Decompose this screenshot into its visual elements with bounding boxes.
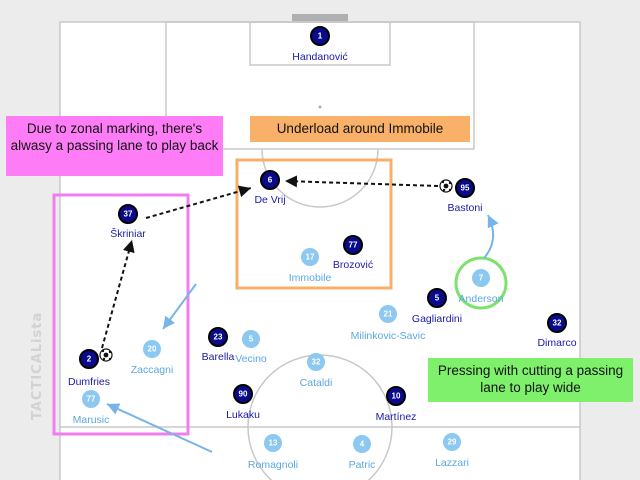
player-name-zaccagni: Zaccagni — [130, 364, 174, 376]
player-number-patric: 4 — [359, 439, 365, 449]
player-number-milinkovic-savic: 21 — [383, 309, 393, 319]
player-dot-romagnoli — [264, 434, 282, 452]
player-name-dimarco: Dimarco — [537, 337, 577, 349]
player-name-gagliardini: Gagliardini — [411, 313, 463, 325]
player-name-bastoni: Bastoni — [447, 202, 483, 214]
player-dot-milinkovic-savic — [379, 305, 397, 323]
callout-underload-text: Underload around Immobile — [276, 121, 444, 136]
player-name-romagnoli: Romagnoli — [247, 459, 299, 471]
player-name-lazzari: Lazzari — [435, 457, 469, 469]
player-dot-de-vrij — [260, 170, 280, 190]
player-dot-lukaku — [233, 384, 253, 404]
player-dot-patric — [353, 435, 371, 453]
player-name-de-vrij: De Vrij — [254, 194, 286, 206]
callout-zonal-marking-text: Due to zonal marking, there's alwasy a p… — [10, 121, 219, 153]
callout-underload: Underload around Immobile — [250, 116, 470, 142]
goal — [292, 14, 348, 22]
run-arrow-anderson — [483, 214, 499, 259]
player-number-martinez: 10 — [391, 391, 401, 401]
player-number-anderson: 7 — [478, 273, 484, 283]
player-dot-brozovic — [343, 235, 363, 255]
player-dot-martinez — [386, 386, 406, 406]
player-dot-dumfries — [79, 349, 99, 369]
player-name-cataldi: Cataldi — [299, 377, 333, 389]
run-arrow-marusic — [106, 403, 213, 453]
player-number-vecino: 5 — [248, 334, 254, 344]
player-dot-immobile — [301, 248, 319, 266]
callout-pressing-text: Pressing with cutting a passing lane to … — [437, 363, 624, 395]
player-name-handanovic: Handanović — [292, 51, 348, 63]
player-dot-anderson — [472, 269, 490, 287]
player-number-lazzari: 29 — [447, 437, 457, 447]
pass-arrow-dumfries-skriniar — [101, 239, 135, 349]
player-name-immobile: Immobile — [288, 272, 332, 284]
player-dot-dimarco — [547, 313, 567, 333]
six-yard-box — [249, 21, 391, 66]
player-number-skriniar: 37 — [123, 209, 133, 219]
pass-arrow-bastoni-devrij — [284, 175, 439, 188]
pass-arrow-skriniar-devrij — [145, 185, 252, 219]
pitch-surface — [59, 21, 581, 480]
player-number-bastoni: 95 — [460, 183, 470, 193]
player-number-barella: 23 — [213, 332, 223, 342]
player-number-gagliardini: 5 — [434, 293, 440, 303]
player-name-brozovic: Brozović — [332, 259, 374, 271]
player-name-lukaku: Lukaku — [226, 409, 260, 421]
player-dot-barella — [208, 327, 228, 347]
player-name-barella: Barella — [201, 351, 235, 363]
player-dot-bastoni — [455, 178, 475, 198]
player-dot-marusic — [82, 390, 100, 408]
player-dot-vecino — [242, 330, 260, 348]
player-dot-handanovic — [310, 26, 330, 46]
player-dot-skriniar — [118, 204, 138, 224]
player-number-brozovic: 77 — [348, 240, 358, 250]
zone-left-magenta — [52, 193, 190, 436]
player-number-dimarco: 32 — [552, 318, 562, 328]
ball-icon — [439, 179, 453, 193]
player-dot-lazzari — [443, 433, 461, 451]
run-arrow-zaccagni — [162, 283, 197, 330]
player-number-dumfries: 2 — [86, 354, 92, 364]
penalty-spot — [318, 105, 322, 109]
player-markers — [79, 26, 567, 453]
player-number-cataldi: 32 — [311, 357, 321, 367]
player-number-handanovic: 1 — [317, 31, 323, 41]
player-name-dumfries: Dumfries — [67, 376, 111, 388]
player-dot-zaccagni — [143, 340, 161, 358]
player-name-patric: Patric — [348, 459, 376, 471]
player-number-zaccagni: 20 — [147, 344, 157, 354]
player-name-skriniar: Škriniar — [110, 228, 146, 240]
zone-center-orange — [235, 158, 393, 290]
player-number-lukaku: 90 — [238, 389, 248, 399]
watermark: TACTICALista — [30, 311, 45, 420]
player-dot-gagliardini — [427, 288, 447, 308]
player-name-milinkovic-savic: Milinkovic-Savic — [350, 330, 426, 342]
player-number-marusic: 77 — [86, 394, 96, 404]
player-name-vecino: Vecino — [235, 353, 267, 365]
ball-icon — [99, 348, 113, 362]
callout-zonal-marking: Due to zonal marking, there's alwasy a p… — [6, 116, 223, 176]
callout-pressing: Pressing with cutting a passing lane to … — [428, 358, 633, 402]
player-number-romagnoli: 13 — [268, 438, 278, 448]
player-dot-cataldi — [307, 353, 325, 371]
player-name-anderson: Anderson — [458, 293, 504, 305]
player-number-de-vrij: 6 — [267, 175, 273, 185]
pressing-highlight-ring — [454, 256, 508, 310]
player-name-marusic: Marusic — [72, 414, 110, 426]
player-number-immobile: 17 — [305, 252, 315, 262]
player-name-martinez: Martínez — [375, 411, 417, 423]
